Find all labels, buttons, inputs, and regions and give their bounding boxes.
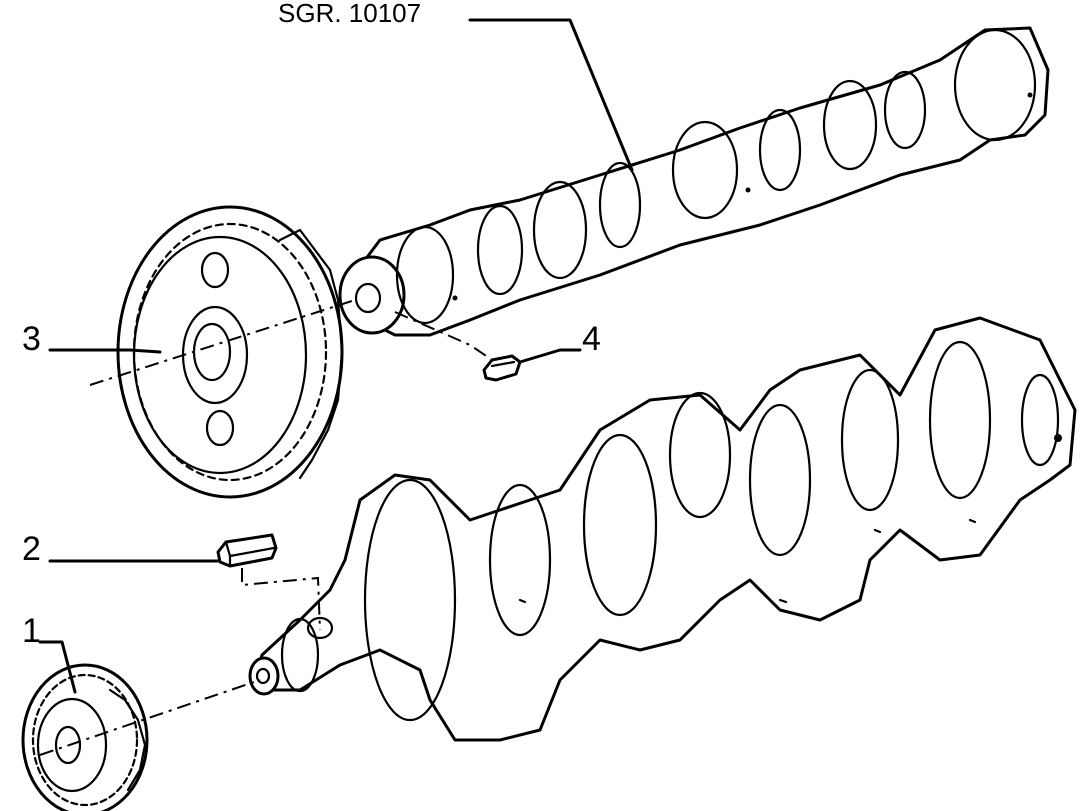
leader-line-reference (468, 18, 634, 172)
camshaft-timing-gear (116, 205, 344, 499)
camshaft (338, 26, 1050, 337)
callout-3: 3 (22, 320, 41, 358)
callout-1: 1 (22, 612, 41, 650)
callout-4: 4 (582, 320, 601, 358)
leader-line-1 (38, 640, 77, 694)
crankshaft-timing-gear (21, 663, 149, 811)
crankshaft (248, 316, 1077, 742)
callout-2: 2 (22, 530, 41, 568)
crankshaft-key (216, 533, 278, 568)
leader-lines (38, 18, 634, 694)
leader-line-3 (48, 348, 162, 354)
camshaft-key (482, 354, 522, 382)
leader-line-4 (518, 348, 582, 364)
assembly-axis-lines (39, 299, 496, 756)
reference-code-label: SGR. 10107 (278, 0, 421, 28)
